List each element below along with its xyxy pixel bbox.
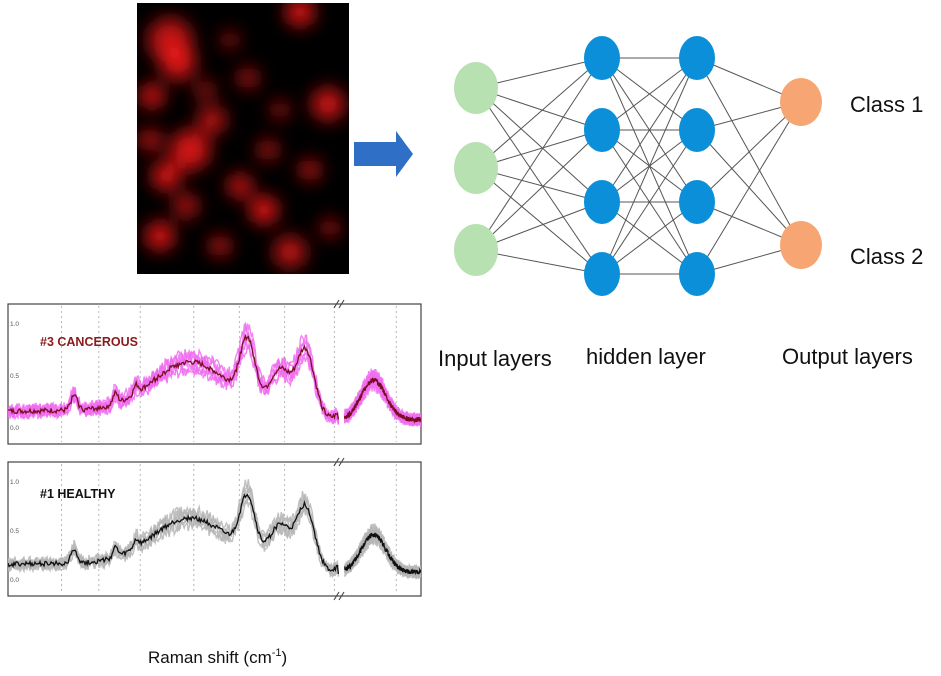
- heatmap-hotspot: [258, 140, 278, 160]
- spectrum-label-healthy: #1 HEALTHY: [40, 487, 116, 501]
- input-node: [454, 62, 498, 114]
- input-node: [454, 142, 498, 194]
- y-tick-label: 1.0: [10, 321, 19, 328]
- output-node: [780, 78, 822, 126]
- network-nodes: [454, 36, 822, 296]
- spectrum-mean-line-healthy: [8, 493, 421, 576]
- heatmap-hotspot: [272, 102, 288, 118]
- spectrum-replicate-line: [8, 321, 340, 425]
- heatmap-hotspot: [312, 88, 344, 120]
- heatmap-hotspot: [140, 84, 164, 108]
- heatmap-hotspot: [250, 196, 278, 224]
- x-axis-label: Raman shift (cm-1): [148, 647, 287, 667]
- hidden-node-2: [679, 108, 715, 152]
- heatmap-hotspot: [160, 44, 196, 80]
- y-tick-label: 0.5: [10, 528, 19, 535]
- arrow-right-icon: [354, 131, 413, 177]
- spectrum-panel-cancerous: #3 CANCEROUS 1.0 0.5 0.0: [7, 303, 422, 445]
- neural-network-diagram: [454, 36, 822, 296]
- input-node: [454, 224, 498, 276]
- network-edge: [601, 129, 698, 275]
- heatmap-hotspot: [286, 3, 314, 26]
- heatmap-hotspot: [228, 174, 252, 198]
- network-edge: [601, 57, 698, 275]
- output-node: [780, 221, 822, 269]
- network-edge: [696, 101, 802, 203]
- heatmap-hotspot: [152, 162, 180, 190]
- axis-break-marks: [333, 299, 345, 601]
- heatmap-hotspot: [300, 160, 320, 180]
- hidden-node-1: [584, 252, 620, 296]
- hidden-node-2: [679, 180, 715, 224]
- hidden-layer-label: hidden layer: [586, 344, 706, 369]
- network-edge: [601, 57, 698, 203]
- network-edge: [601, 201, 698, 275]
- raman-heatmap-image: [137, 3, 349, 274]
- heatmap-hotspot: [140, 130, 160, 150]
- network-edge: [475, 87, 603, 203]
- class-1-label: Class 1: [850, 92, 924, 117]
- heatmap-hotspot: [322, 220, 338, 236]
- network-edge: [475, 167, 603, 275]
- spectrum-replicate-line: [8, 495, 340, 575]
- heatmap-hotspot: [238, 68, 258, 88]
- hidden-node-2: [679, 36, 715, 80]
- network-edge: [475, 201, 603, 251]
- heatmap-hotspot: [198, 106, 226, 134]
- heatmap-hotspot: [210, 236, 230, 256]
- heatmap-hotspot: [196, 81, 214, 99]
- y-tick-label: 1.0: [10, 479, 19, 486]
- y-tick-label: 0.5: [10, 373, 19, 380]
- spectrum-replicate-line: [8, 485, 340, 575]
- heatmap-hotspot: [274, 236, 306, 268]
- hidden-node-1: [584, 180, 620, 224]
- spectrum-panel-healthy: #1 HEALTHY 1.0 0.5 0.0: [7, 461, 422, 597]
- spectrum-label-cancerous: #3 CANCEROUS: [40, 335, 138, 349]
- network-edge: [475, 87, 603, 275]
- spectrum-replicate-line: [8, 479, 340, 572]
- y-tick-label: 0.0: [10, 577, 19, 584]
- network-edge: [475, 57, 603, 169]
- hidden-node-1: [584, 36, 620, 80]
- heatmap-hotspot: [170, 130, 210, 170]
- network-connections: [475, 57, 802, 275]
- network-edge: [475, 129, 603, 251]
- class-2-label: Class 2: [850, 244, 924, 269]
- output-layers-label: Output layers: [782, 344, 913, 369]
- network-edge: [601, 57, 698, 131]
- network-edge: [475, 57, 603, 251]
- input-layers-label: Input layers: [438, 346, 552, 371]
- y-tick-label: 0.0: [10, 425, 19, 432]
- heatmap-hotspot: [222, 32, 238, 48]
- heatmap-hotspot: [174, 194, 198, 218]
- hidden-node-1: [584, 108, 620, 152]
- network-edge: [696, 101, 802, 275]
- hidden-node-2: [679, 252, 715, 296]
- spectrum-mean-line-cancerous: [8, 333, 421, 425]
- heatmap-hotspot: [146, 222, 174, 250]
